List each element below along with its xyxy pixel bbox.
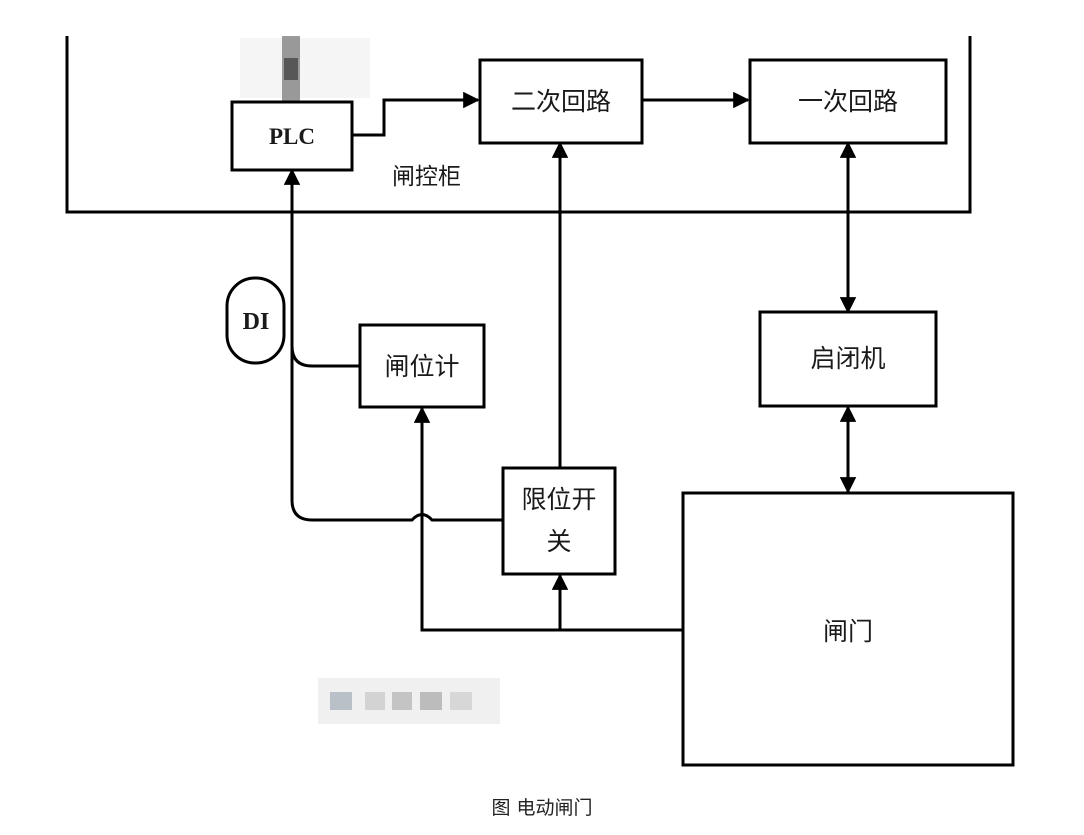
gate-node: 闸门 xyxy=(681,491,1015,767)
limit-switch-node: 限位开 关 xyxy=(501,466,617,576)
hoist-node: 启闭机 xyxy=(758,310,938,408)
gate-position-meter-node: 闸位计 xyxy=(358,323,486,409)
di-label: DI xyxy=(243,309,270,335)
hoist-label: 启闭机 xyxy=(810,344,885,373)
limit-switch-label-line2: 关 xyxy=(546,527,571,556)
gate-position-meter-label: 闸位计 xyxy=(384,352,459,381)
cabinet-label: 闸控柜 xyxy=(392,164,461,190)
connector-limit-to-plc xyxy=(290,346,503,522)
connector-gate-to-meter xyxy=(413,406,683,632)
connector-plc-to-secondary xyxy=(352,91,480,137)
plc-node: PLC xyxy=(230,100,354,172)
figure-caption: 图 电动闸门 xyxy=(491,797,592,819)
connectors xyxy=(283,91,857,632)
redacted-watermark xyxy=(318,678,500,724)
cabinet-enclosure xyxy=(65,36,972,214)
primary-circuit-node: 一次回路 xyxy=(748,58,948,145)
limit-switch-label-line1: 限位开 xyxy=(521,485,596,514)
primary-circuit-label: 一次回路 xyxy=(798,87,898,116)
connector-meter-to-plc xyxy=(283,168,360,368)
redacted-logo xyxy=(240,36,370,102)
secondary-circuit-label: 二次回路 xyxy=(511,87,611,116)
di-node: DI xyxy=(225,276,286,365)
plc-label: PLC xyxy=(269,124,315,149)
gate-label: 闸门 xyxy=(823,617,873,646)
secondary-circuit-node: 二次回路 xyxy=(478,58,644,145)
